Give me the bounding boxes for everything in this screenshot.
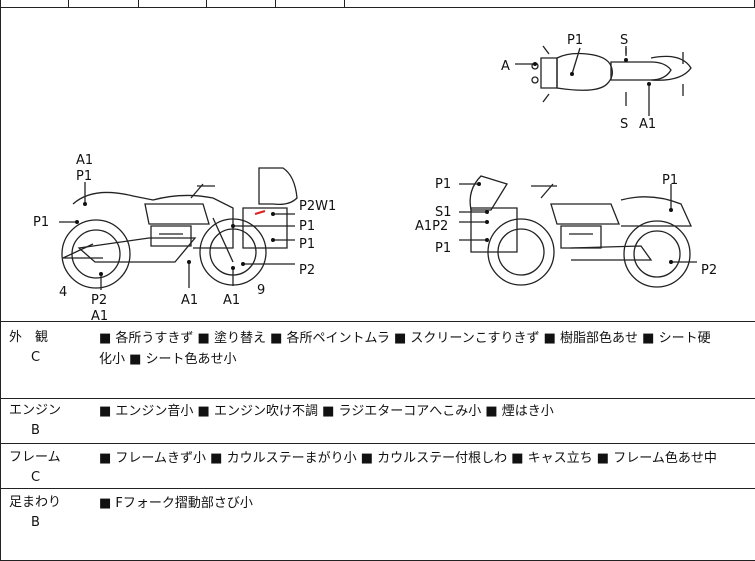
label-right-p1-right: P1: [662, 173, 678, 188]
category-cell: 足まわり B: [9, 493, 89, 533]
category-name: フレーム: [9, 450, 61, 465]
note-line: ■ エンジン音小 ■ エンジン吹け不調 ■ ラジエターコアへこみ小 ■ 煙はき小: [99, 404, 554, 419]
category-cell: 外 観 C: [9, 328, 89, 368]
label-top-a: A: [501, 59, 510, 74]
label-top-p1: P1: [567, 33, 583, 48]
condition-notes: ■ フレームきず小 ■ カウルステーまがり小 ■ カウルステー付根しわ ■ キャ…: [99, 448, 747, 469]
label-left-a1-bottom1: A1: [91, 309, 108, 321]
label-right-a1p2: A1P2: [415, 219, 448, 234]
label-left-a1-top: A1: [76, 153, 93, 168]
label-left-4: 4: [59, 285, 67, 300]
row-engine: エンジン B ■ エンジン音小 ■ エンジン吹け不調 ■ ラジエターコアへこみ小…: [0, 399, 755, 444]
left-side-motorcycle: [61, 167, 298, 289]
condition-notes: ■ エンジン音小 ■ エンジン吹け不調 ■ ラジエターコアへこみ小 ■ 煙はき小: [99, 401, 747, 422]
label-left-p1-right1: P1: [299, 219, 315, 234]
category-grade: B: [31, 515, 40, 530]
row-frame: フレーム C ■ フレームきず小 ■ カウルステーまがり小 ■ カウルステー付根…: [0, 444, 755, 489]
category-cell: エンジン B: [9, 401, 89, 441]
leader-lines: [59, 47, 697, 290]
note-line: 化小 ■ シート色あせ小: [99, 352, 237, 367]
label-left-p1-top: P1: [76, 169, 92, 184]
label-top-s: S: [620, 33, 628, 48]
motorcycle-diagram-svg: P1 S A S A1 A1 P1 P1 P2W1 P1 P1 P2 4 P2 …: [33, 33, 717, 321]
label-left-p2-bottom: P2: [91, 293, 107, 308]
label-left-a1-bottom3: A1: [223, 293, 240, 308]
category-grade: C: [31, 470, 41, 485]
label-left-p2w1: P2W1: [299, 199, 336, 214]
note-line: ■ フレームきず小 ■ カウルステーまがり小 ■ カウルステー付根しわ ■ キャ…: [99, 451, 717, 466]
category-grade: C: [31, 350, 41, 365]
label-right-p1-b: P1: [435, 241, 451, 256]
scratch-mark: [254, 210, 266, 215]
label-right-p1-a: P1: [435, 177, 451, 192]
note-line: ■ 各所うすきず ■ 塗り替え ■ 各所ペイントムラ ■ スクリーンこすりきず …: [99, 331, 711, 346]
category-name: 外 観: [9, 330, 49, 345]
label-left-p2-right: P2: [299, 263, 315, 278]
row-exterior: 外 観 C ■ 各所うすきず ■ 塗り替え ■ 各所ペイントムラ ■ スクリーン…: [0, 322, 755, 399]
condition-notes: ■ 各所うすきず ■ 塗り替え ■ 各所ペイントムラ ■ スクリーンこすりきず …: [99, 328, 747, 370]
top-view-motorcycle: [515, 45, 692, 103]
note-line: ■ Fフォーク摺動部さび小: [99, 496, 253, 511]
label-top-s-bottom: S: [620, 117, 628, 132]
label-top-a1: A1: [639, 117, 656, 132]
category-name: エンジン: [9, 403, 62, 418]
label-left-9: 9: [257, 283, 265, 298]
label-left-a1-bottom2: A1: [181, 293, 198, 308]
category-grade: B: [31, 423, 40, 438]
top-table-edge: [0, 0, 755, 8]
category-cell: フレーム C: [9, 448, 89, 488]
motorcycle-damage-diagram: P1 S A S A1 A1 P1 P1 P2W1 P1 P1 P2 4 P2 …: [0, 8, 755, 322]
label-right-p2-right: P2: [701, 263, 717, 278]
row-suspension: 足まわり B ■ Fフォーク摺動部さび小: [0, 489, 755, 561]
condition-notes: ■ Fフォーク摺動部さび小: [99, 493, 747, 514]
label-left-p1: P1: [33, 215, 49, 230]
right-side-motorcycle: [469, 175, 693, 288]
label-left-p1-right2: P1: [299, 237, 315, 252]
category-name: 足まわり: [9, 495, 62, 510]
label-right-s1: S1: [435, 205, 452, 220]
